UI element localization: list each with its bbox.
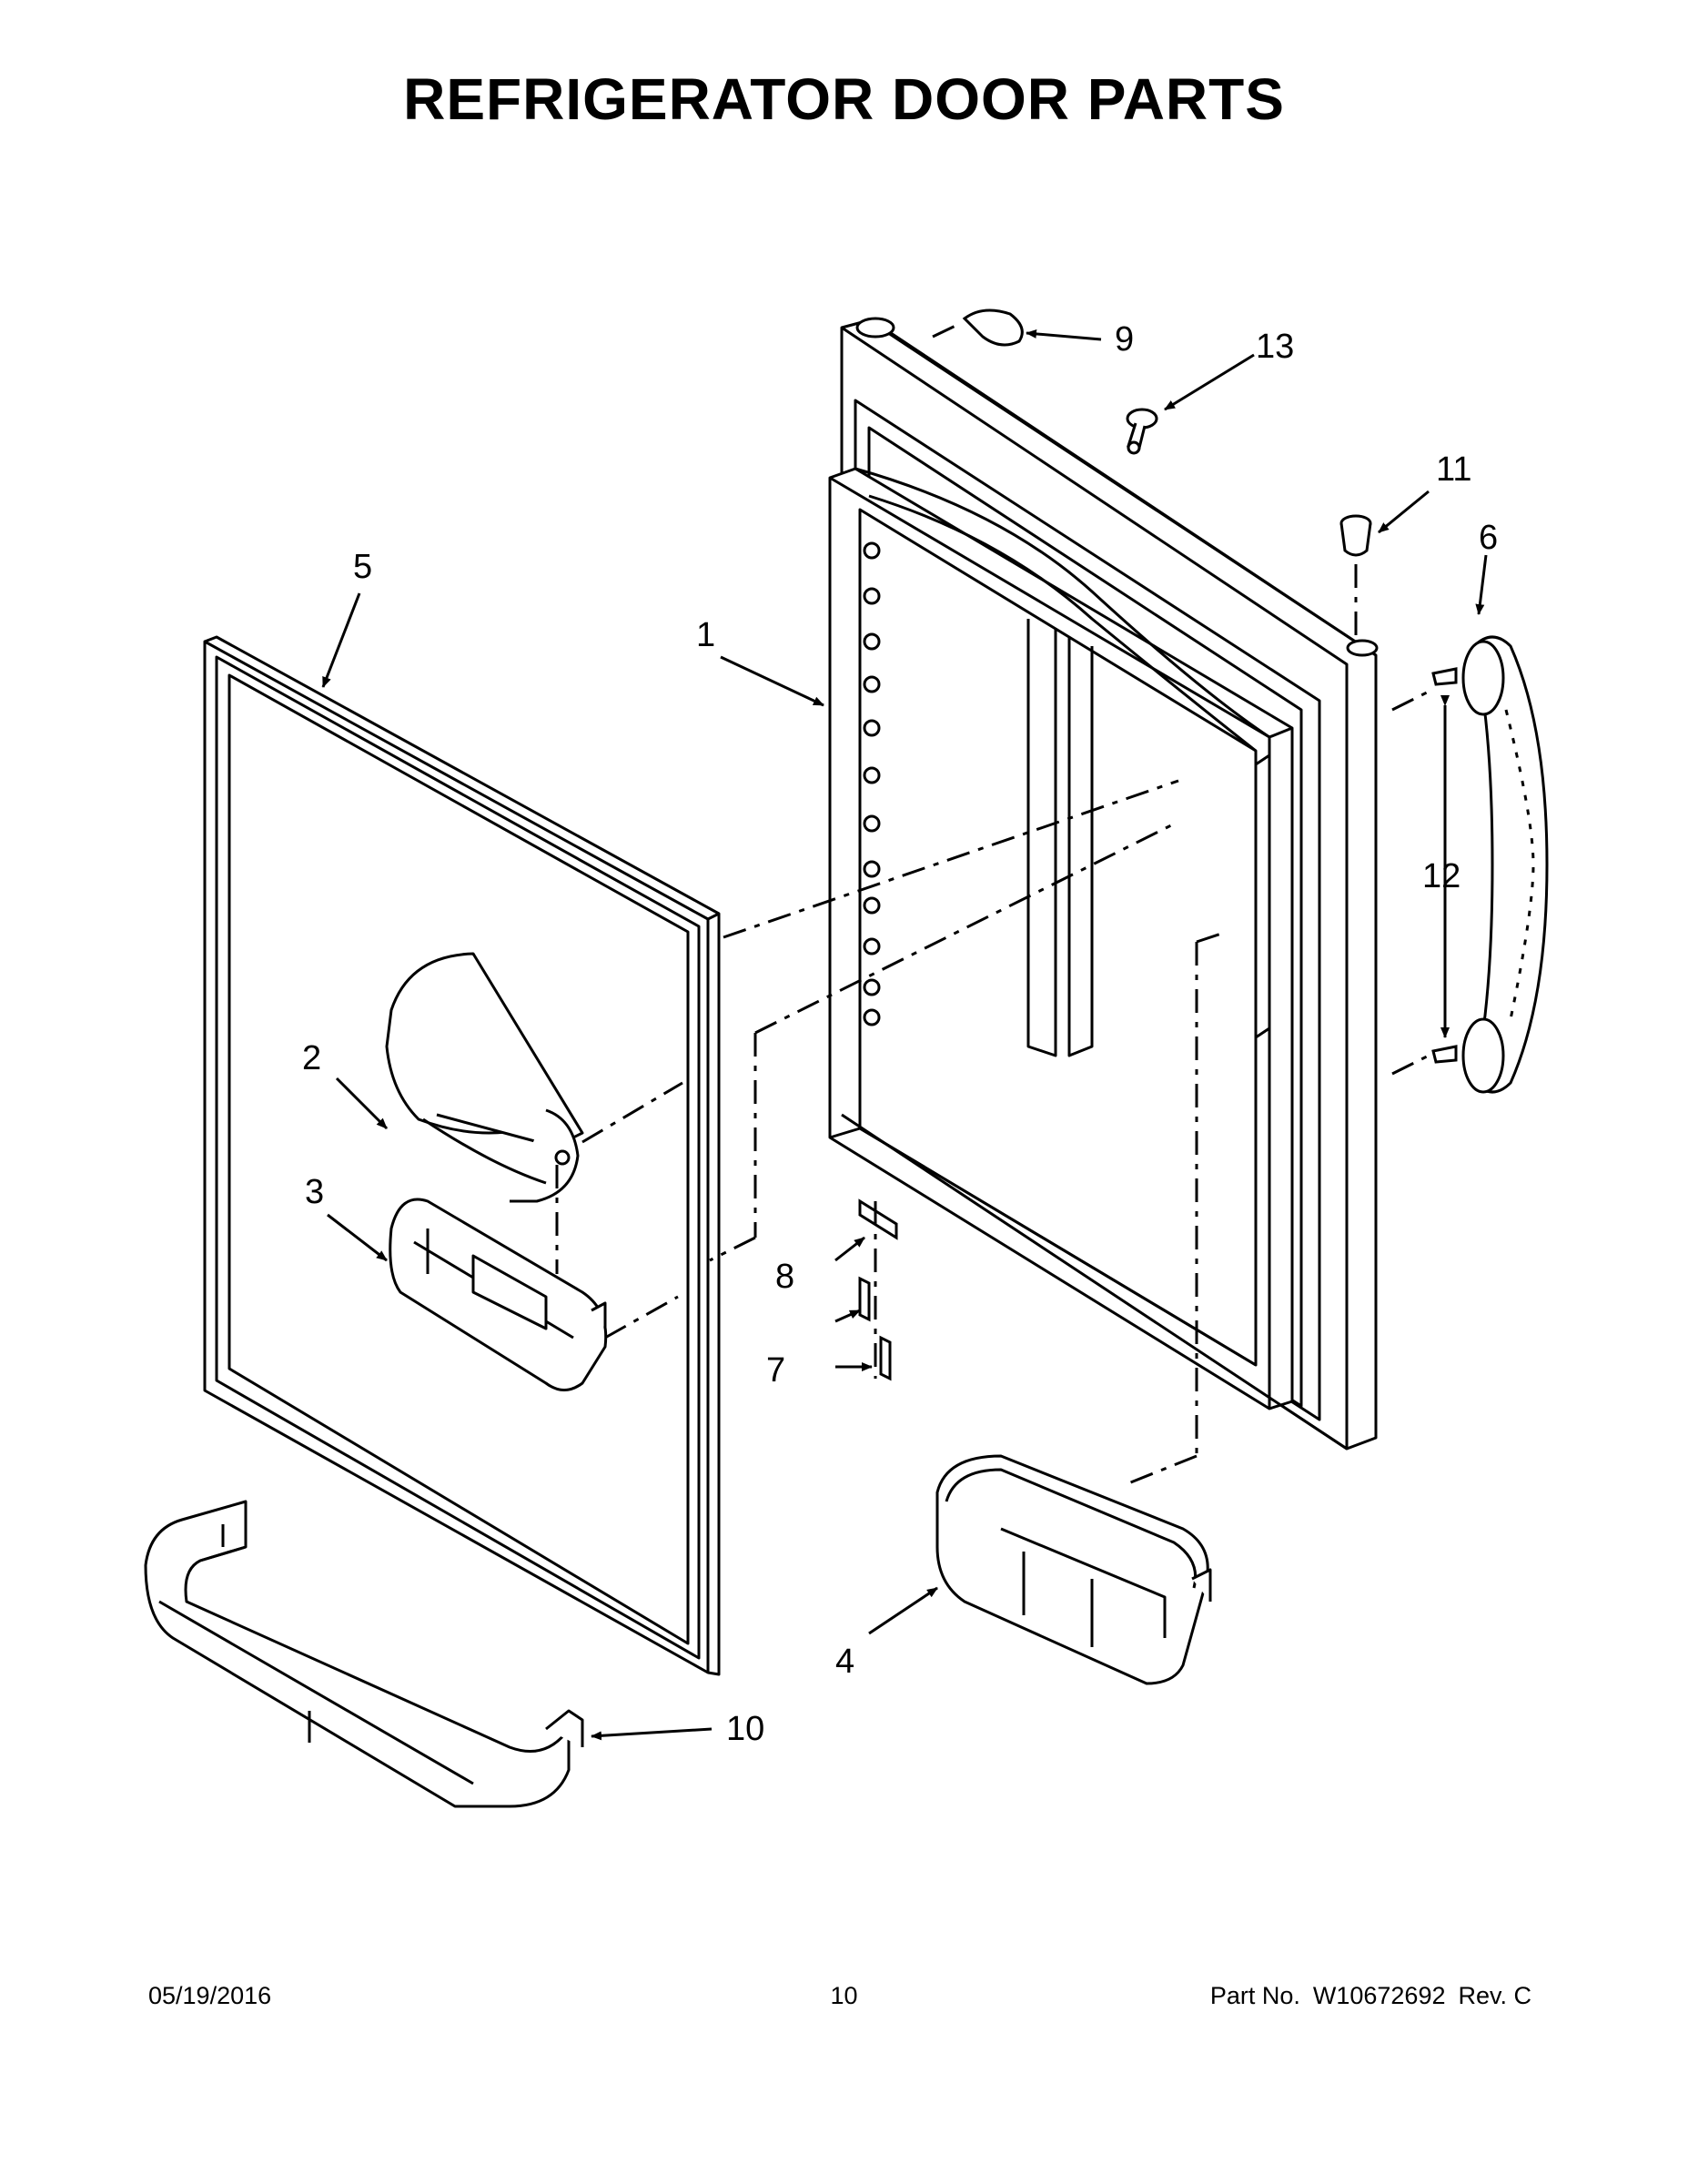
frame-shelf-buttons (863, 541, 881, 1026)
hinge-cap (855, 317, 1379, 657)
callout-7: 7 (766, 1351, 785, 1390)
dispenser-housing-part-2 (385, 952, 584, 1203)
clip-part-9 (962, 308, 1024, 347)
callout-3: 3 (305, 1173, 324, 1211)
page-title: REFRIGERATOR DOOR PARTS (403, 66, 1285, 132)
callout-5: 5 (353, 548, 372, 586)
handle-part-6 (1461, 635, 1549, 1094)
callout-12: 12 (1422, 857, 1461, 895)
part-no-value: W10672692 (1312, 1982, 1446, 2009)
part-no-label: Part No. (1209, 1982, 1300, 2009)
footer-date: 05/19/2016 (148, 1982, 272, 2009)
door-bin-part-10 (144, 1500, 584, 1808)
assembly-lines (555, 324, 1430, 1485)
door-bin-part-4 (935, 1454, 1212, 1685)
footer-page-number: 10 (830, 1982, 858, 2009)
revision: Rev. C (1458, 1982, 1531, 2009)
callout-9: 9 (1115, 320, 1134, 359)
callout-6: 6 (1479, 519, 1498, 557)
callout-11: 11 (1436, 450, 1471, 489)
callout-8: 8 (775, 1258, 794, 1296)
callout-13: 13 (1256, 328, 1294, 366)
door-panel-part-5 (203, 635, 721, 1676)
callout-10: 10 (726, 1710, 764, 1748)
callout-2: 2 (302, 1039, 321, 1077)
door-frame-part-1 (828, 318, 1378, 1451)
callout-4: 4 (835, 1643, 854, 1681)
callout-1: 1 (696, 616, 715, 654)
bracket-part-8 (858, 1198, 898, 1240)
screws-part-7 (858, 1276, 892, 1381)
hinge-pin-part-13 (1126, 408, 1158, 455)
bushing-part-11 (1339, 514, 1372, 557)
dispenser-tray-part-3 (389, 1198, 608, 1391)
leader-arrows (321, 329, 1488, 1741)
screws-part-12 (1431, 667, 1458, 1064)
footer-part-number: Part No. W10672692 Rev. C (1210, 1982, 1531, 2010)
